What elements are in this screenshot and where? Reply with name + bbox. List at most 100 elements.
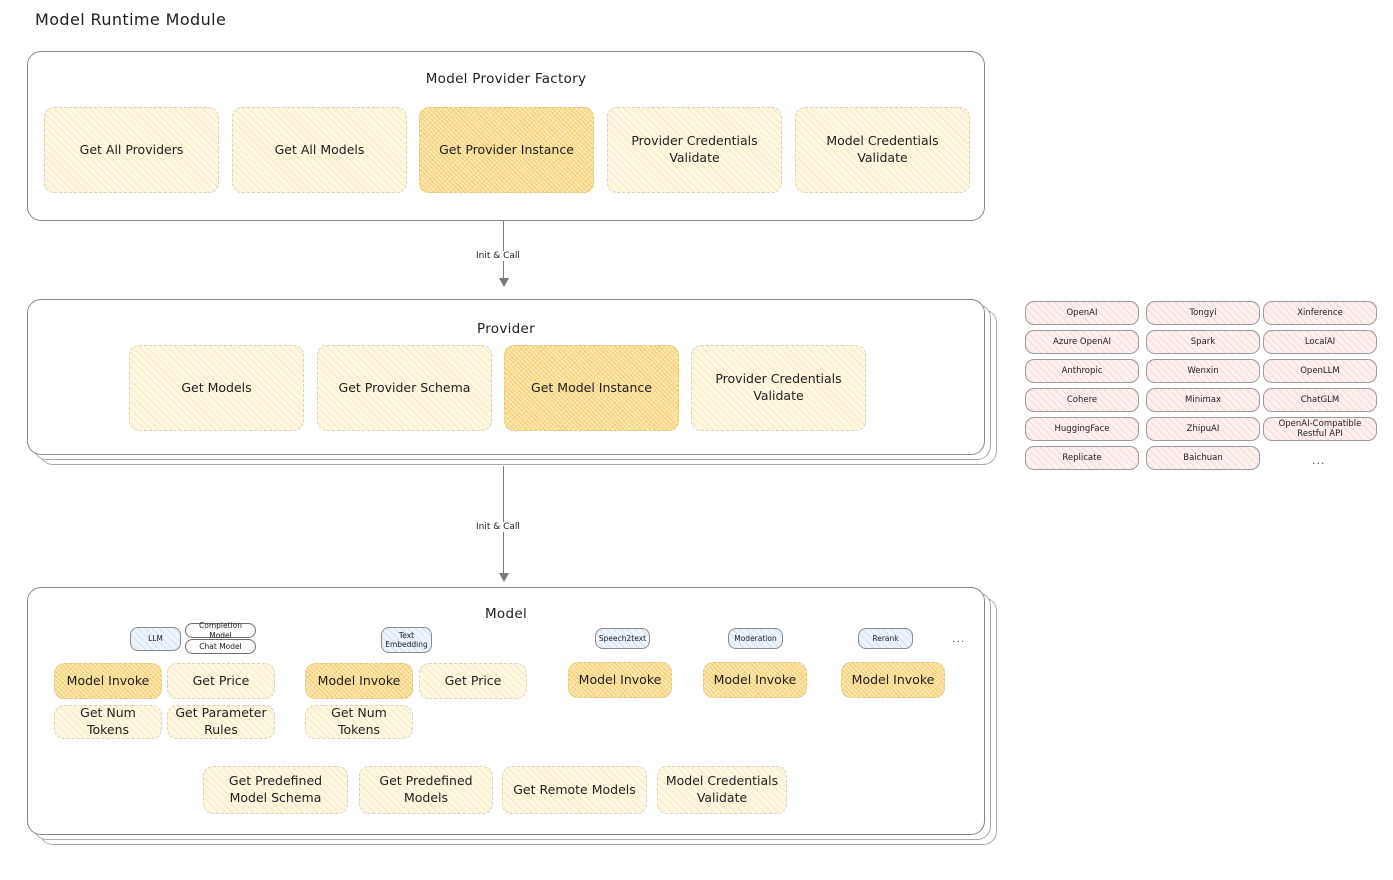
model-type-badge-llm[interactable]: LLM <box>130 627 181 651</box>
node-label: Get Price <box>444 672 502 688</box>
provider-pill-spark[interactable]: Spark <box>1146 330 1260 354</box>
pill-label: Xinference <box>1297 308 1343 318</box>
provider-pill-baichuan[interactable]: Baichuan <box>1146 446 1260 470</box>
provider-pill-cohere[interactable]: Cohere <box>1025 388 1139 412</box>
node-label: Model Invoke <box>851 671 935 687</box>
pill-label: Azure OpenAI <box>1053 337 1111 347</box>
pill-label: OpenAI <box>1066 308 1098 318</box>
arrow-1-label: Init & Call <box>473 251 523 261</box>
provider-node-get-provider-schema[interactable]: Get Provider Schema <box>317 345 492 431</box>
model-subtype-badge-completion-model[interactable]: Completion Model <box>185 621 256 640</box>
node-label: Get Provider Instance <box>439 141 574 157</box>
text-embedding-method-get-num-tokens[interactable]: Get Num Tokens <box>305 705 413 739</box>
badge-label: Rerank <box>872 633 899 643</box>
badge-label: Completion Model <box>199 621 242 640</box>
node-label: Provider Credentials Validate <box>631 133 758 165</box>
factory-node-get-provider-instance[interactable]: Get Provider Instance <box>419 107 594 193</box>
badge-label: Chat Model <box>199 641 242 651</box>
model-type-badge-moderation[interactable]: Moderation <box>728 628 783 649</box>
node-label: Get Models <box>181 379 252 395</box>
model-type-badge-speech2text[interactable]: Speech2text <box>595 628 650 649</box>
llm-method-get-price[interactable]: Get Price <box>167 663 275 699</box>
llm-method-model-invoke[interactable]: Model Invoke <box>54 663 162 699</box>
node-label: Get Price <box>192 672 250 688</box>
model-type-badge-rerank[interactable]: Rerank <box>858 628 913 649</box>
text-embedding-method-model-invoke[interactable]: Model Invoke <box>305 663 413 699</box>
provider-pill-openai-compatible-restful-api[interactable]: OpenAI-Compatible Restful API <box>1263 417 1377 441</box>
factory-node-model-credentials-validate[interactable]: Model Credentials Validate <box>795 107 970 193</box>
factory-node-get-all-models[interactable]: Get All Models <box>232 107 407 193</box>
pill-label: ZhipuAI <box>1186 424 1220 434</box>
model-common-get-remote-models[interactable]: Get Remote Models <box>502 766 647 814</box>
pill-label: ChatGLM <box>1300 395 1340 405</box>
node-label: Model Invoke <box>578 671 662 687</box>
pill-label: OpenLLM <box>1300 366 1340 376</box>
provider-pill-anthropic[interactable]: Anthropic <box>1025 359 1139 383</box>
model-provider-factory-title: Model Provider Factory <box>425 71 587 87</box>
factory-node-provider-credentials-validate[interactable]: Provider Credentials Validate <box>607 107 782 193</box>
pill-label: HuggingFace <box>1054 424 1110 434</box>
pill-label: OpenAI-Compatible Restful API <box>1278 419 1362 439</box>
text-embedding-method-get-price[interactable]: Get Price <box>419 663 527 699</box>
model-common-get-predefined-models[interactable]: Get Predefined Models <box>359 766 493 814</box>
model-common-get-predefined-model-schema[interactable]: Get Predefined Model Schema <box>203 766 348 814</box>
node-label: Model Invoke <box>317 672 401 688</box>
arrow-1-head <box>499 278 509 287</box>
node-label: Get Predefined Models <box>379 773 473 805</box>
pill-label: Minimax <box>1185 395 1221 405</box>
node-label: Get Model Instance <box>531 379 652 395</box>
badge-label: LLM <box>148 634 163 644</box>
provider-pill-openllm[interactable]: OpenLLM <box>1263 359 1377 383</box>
model-common-model-credentials-validate[interactable]: Model Credentials Validate <box>657 766 787 814</box>
pill-label: Tongyi <box>1189 308 1217 318</box>
arrow-2-head <box>499 573 509 582</box>
moderation-method-model-invoke[interactable]: Model Invoke <box>703 662 807 698</box>
rerank-method-model-invoke[interactable]: Model Invoke <box>841 662 945 698</box>
pill-label: Anthropic <box>1061 366 1103 376</box>
model-title: Model <box>484 606 528 622</box>
node-label: Get Num Tokens <box>331 705 387 737</box>
llm-method-get-num-tokens[interactable]: Get Num Tokens <box>54 705 162 739</box>
node-label: Model Invoke <box>66 672 150 688</box>
provider-pill-minimax[interactable]: Minimax <box>1146 388 1260 412</box>
node-label: Get Predefined Model Schema <box>228 773 323 805</box>
provider-pill-openai[interactable]: OpenAI <box>1025 301 1139 325</box>
provider-pill-xinference[interactable]: Xinference <box>1263 301 1377 325</box>
provider-pill-wenxin[interactable]: Wenxin <box>1146 359 1260 383</box>
provider-pill-huggingface[interactable]: HuggingFace <box>1025 417 1139 441</box>
pill-label: Cohere <box>1066 395 1098 405</box>
node-label: Model Credentials Validate <box>665 773 779 805</box>
provider-pill-azure-openai[interactable]: Azure OpenAI <box>1025 330 1139 354</box>
node-label: Model Credentials Validate <box>826 133 939 165</box>
node-label: Get Num Tokens <box>80 705 136 737</box>
node-label: Get All Providers <box>79 141 184 157</box>
provider-node-provider-credentials-validate[interactable]: Provider Credentials Validate <box>691 345 866 431</box>
provider-pill-zhipuai[interactable]: ZhipuAI <box>1146 417 1260 441</box>
llm-method-get-parameter-rules[interactable]: Get Parameter Rules <box>167 705 275 739</box>
provider-pill-tongyi[interactable]: Tongyi <box>1146 301 1260 325</box>
provider-node-get-models[interactable]: Get Models <box>129 345 304 431</box>
pill-label: Baichuan <box>1183 453 1223 463</box>
provider-title: Provider <box>477 321 535 337</box>
factory-node-get-all-providers[interactable]: Get All Providers <box>44 107 219 193</box>
page-title: Model Runtime Module <box>35 10 227 29</box>
badge-label: Text Embedding <box>385 630 428 649</box>
node-label: Get All Models <box>274 141 365 157</box>
provider-pill-replicate[interactable]: Replicate <box>1025 446 1139 470</box>
node-label: Get Remote Models <box>513 781 636 797</box>
provider-pill-localai[interactable]: LocalAI <box>1263 330 1377 354</box>
provider-node-get-model-instance[interactable]: Get Model Instance <box>504 345 679 431</box>
badge-label: Moderation <box>734 633 777 643</box>
model-subtype-badge-chat-model[interactable]: Chat Model <box>185 639 256 654</box>
pill-label: Spark <box>1190 337 1216 347</box>
provider-list-more-ellipsis: ... <box>1312 454 1326 467</box>
arrow-2-label: Init & Call <box>473 522 523 532</box>
node-label: Get Provider Schema <box>338 379 471 395</box>
model-type-badge-text-embedding[interactable]: Text Embedding <box>381 627 432 653</box>
speech2text-method-model-invoke[interactable]: Model Invoke <box>568 662 672 698</box>
pill-label: Replicate <box>1062 453 1102 463</box>
pill-label: LocalAI <box>1304 337 1336 347</box>
node-label: Get Parameter Rules <box>175 705 267 737</box>
provider-pill-chatglm[interactable]: ChatGLM <box>1263 388 1377 412</box>
